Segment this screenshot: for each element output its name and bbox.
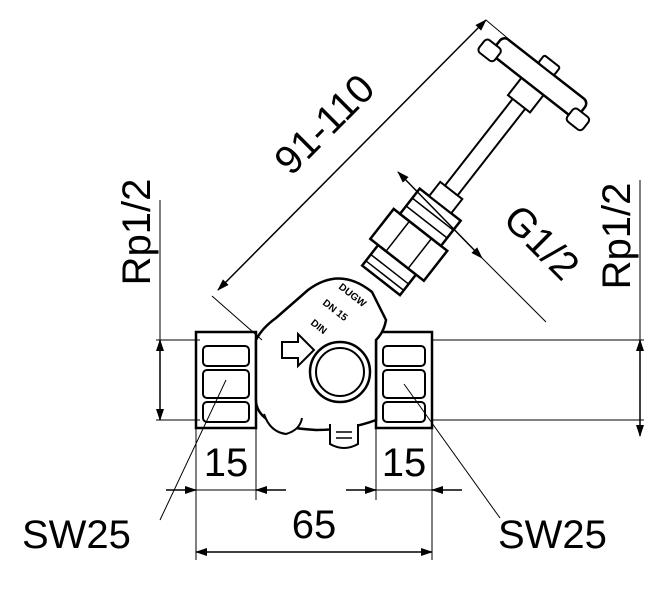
left-wrench-label: SW25 <box>22 513 131 557</box>
right-insertion-label: 15 <box>382 441 427 485</box>
flow-arrow-icon <box>281 331 316 369</box>
right-socket-rib-bot <box>382 401 426 423</box>
right-thread-label: Rp1/2 <box>595 183 639 290</box>
left-insertion-label: 15 <box>204 441 249 485</box>
height-dimension-line <box>217 19 487 291</box>
right-wrench-label: SW25 <box>498 513 607 557</box>
left-socket-rib-mid <box>202 369 250 399</box>
drain-port-inner <box>315 347 365 397</box>
bonnet-thread-line <box>397 171 483 259</box>
left-socket-rib-top <box>202 345 250 367</box>
left-socket-rib-bot <box>202 401 250 423</box>
handwheel-cap <box>537 54 561 76</box>
handwheel[interactable] <box>490 36 589 120</box>
height-label: 91-110 <box>266 66 383 183</box>
spindle <box>443 91 532 197</box>
bonnet-thread-label: G1/2 <box>495 197 587 289</box>
handwheel-lug-bottom <box>565 107 591 132</box>
left-wrench-leader <box>159 379 227 521</box>
valve-body: DUGW DN 15 DIN <box>194 36 591 449</box>
left-thread-label: Rp1/2 <box>115 179 159 286</box>
drain-nub <box>329 424 359 449</box>
bottom-cap <box>263 413 303 436</box>
right-wrench-leader <box>403 383 501 519</box>
right-socket-rib-top <box>382 345 426 367</box>
overall-length-label: 65 <box>292 503 337 547</box>
